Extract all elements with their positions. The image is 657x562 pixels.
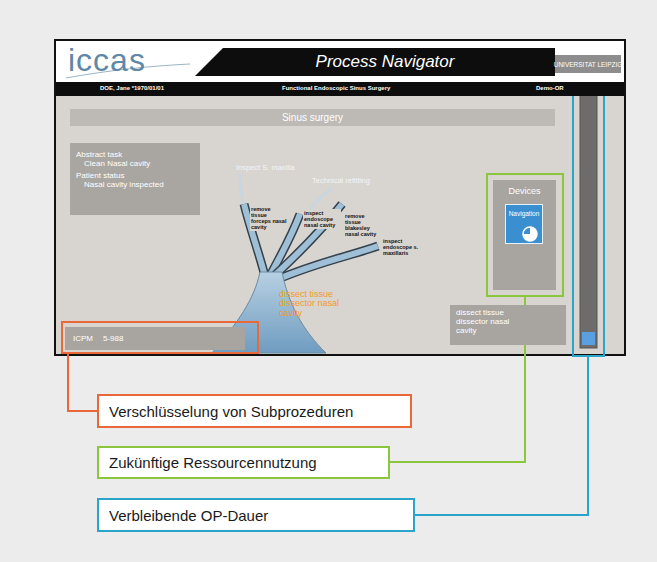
leader-line — [68, 353, 97, 411]
branch-label: Technical refitting — [312, 176, 402, 185]
branch-label: inspect endoscope nasal cavity — [303, 209, 341, 229]
node-text: Sinus surgery — [282, 112, 343, 123]
university-box: UNIVERSITAT LEIPZIG — [555, 55, 621, 73]
node-text: Navigation — [506, 210, 542, 217]
highlight-frame — [573, 84, 604, 356]
active-step-label: dissect tissue dissector nasal cavity — [279, 290, 351, 318]
leader-line — [390, 296, 525, 462]
title-band: Process Navigator — [195, 48, 555, 76]
node-text: Demo-OR — [536, 85, 564, 91]
node-text: Verschlüsselung von Subprozeduren — [109, 403, 353, 420]
node-text: ICPM — [73, 334, 93, 343]
callout-box: Zukünftige Ressourcennutzung — [97, 446, 390, 479]
node-text: Zukünftige Ressourcennutzung — [109, 454, 317, 471]
node-text: Process Navigator — [316, 52, 455, 72]
device-tile: Navigation — [505, 204, 543, 244]
node-text: Abstract task — [76, 150, 196, 159]
node-text: Verbleibende OP-Dauer — [109, 507, 268, 524]
node-text: dissect tissue dissector nasal cavity — [456, 309, 516, 335]
screen-ground — [56, 96, 624, 354]
node-text: Patient status — [76, 171, 196, 180]
node-text: Functional Endoscopic Sinus Surgery — [282, 85, 390, 91]
status-box: Abstract taskClean Nasal cavityPatient s… — [70, 143, 200, 215]
node-text: Clean Nasal cavity — [76, 159, 196, 168]
branch-label: Inspect S. maxilla — [236, 163, 326, 172]
logo-text: iccas — [68, 44, 188, 76]
highlight-frame — [62, 322, 258, 353]
patient-bar: DOE, Jane *1970/01/01 Functional Endoscop… — [56, 82, 624, 96]
branch-label: inspect endoscope s. maxillaris — [382, 237, 424, 257]
callout-box: Verbleibende OP-Dauer — [97, 498, 415, 532]
node-text: Nasal cavity inspected — [76, 180, 196, 189]
branch-label: remove tissue forceps nasal cavity — [250, 205, 288, 231]
callout-box: Verschlüsselung von Subprozeduren — [97, 394, 412, 428]
branch-label: remove tissue blakesley nasal cavity — [344, 212, 382, 238]
node-text: UNIVERSITAT LEIPZIG — [554, 61, 623, 68]
leader-line — [415, 356, 588, 515]
node-text: DOE, Jane *1970/01/01 — [100, 85, 164, 91]
code-box: ICPM 5-988 — [65, 327, 245, 350]
duration-bar — [580, 92, 597, 348]
devices-box: DevicesNavigation — [493, 180, 556, 290]
procedure-band: Sinus surgery — [70, 109, 555, 126]
screen-frame — [55, 40, 625, 355]
node-text: 5-988 — [103, 334, 123, 343]
current-step-box: dissect tissue dissector nasal cavity — [450, 305, 566, 345]
highlight-frame — [487, 174, 563, 296]
duration-fill — [582, 332, 595, 345]
node-text: Devices — [493, 186, 556, 196]
